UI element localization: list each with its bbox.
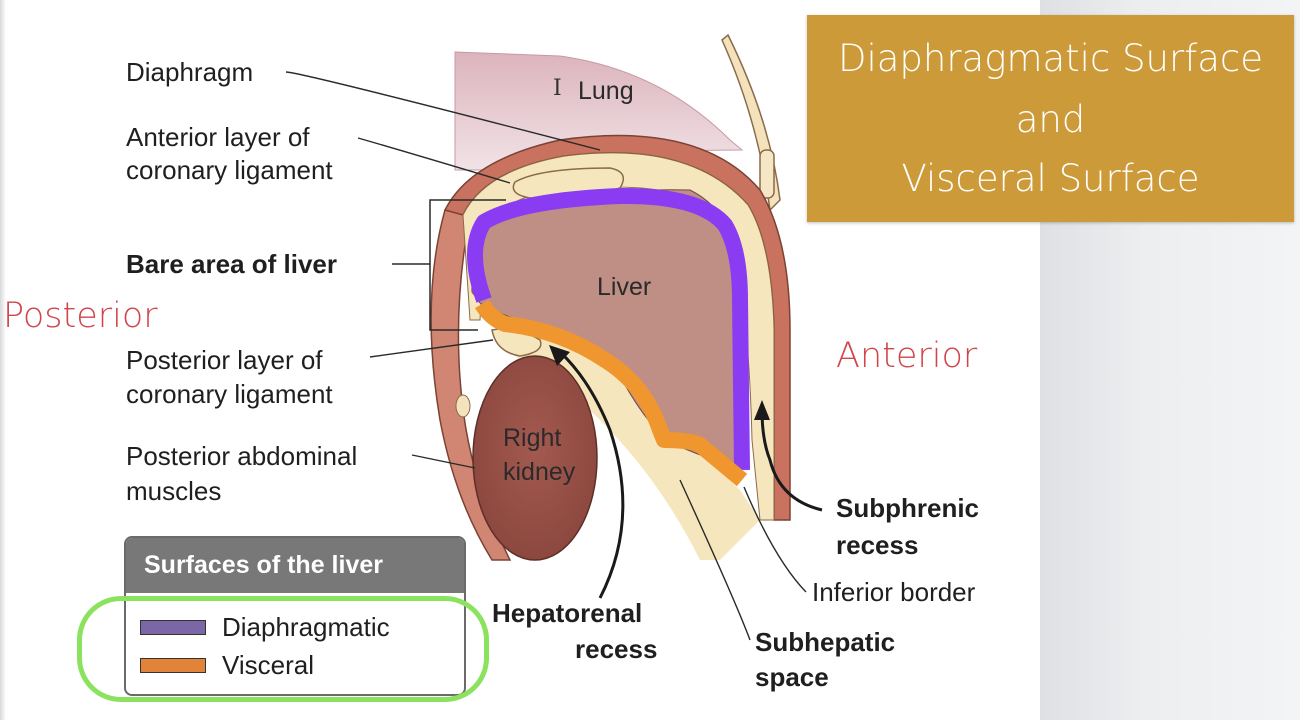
costal-cartilage <box>759 149 775 199</box>
title-line-3: Visceral Surface <box>807 157 1294 201</box>
slide-title-box: Diaphragmatic Surface and Visceral Surfa… <box>807 15 1294 222</box>
label-diaphragm: Diaphragm <box>126 57 254 87</box>
subhepatic-space-fill <box>495 330 760 560</box>
label-posterior-layer-line2: coronary ligament <box>126 379 333 409</box>
text-cursor-icon: I <box>553 76 562 101</box>
label-subphrenic-line2: recess <box>836 530 919 560</box>
subphrenic-arrow <box>760 409 823 512</box>
legend-highlight-outline <box>77 596 489 702</box>
label-subhepatic-line1: Subhepatic <box>755 627 896 657</box>
liver-cross-section-diagram <box>285 33 823 641</box>
legend-item-visceral: Visceral <box>140 648 314 682</box>
label-posterior-orientation: Posterior <box>3 296 158 336</box>
leader-anterior-layer <box>357 137 511 184</box>
legend-title: Surfaces of the liver <box>126 538 464 593</box>
title-visceral: Visceral <box>901 157 1047 200</box>
legend-label-diaphragmatic: Diaphragmatic <box>222 611 390 642</box>
title-diaphragmatic: Diaphragmatic <box>837 37 1111 80</box>
title-line-1: Diaphragmatic Surface <box>807 37 1294 81</box>
label-posterior-abdominal-line2: muscles <box>126 476 222 506</box>
leader-subhepatic <box>679 479 751 641</box>
label-lung: Lung <box>578 77 634 105</box>
legend-swatch-diaphragmatic <box>140 619 206 635</box>
bare-area-bracket <box>429 199 506 331</box>
label-anterior-orientation: Anterior <box>836 336 978 376</box>
slide-edge <box>0 0 6 720</box>
legend-swatch-visceral <box>140 657 206 673</box>
label-liver: Liver <box>597 273 652 301</box>
title-line-2: and <box>1015 98 1086 141</box>
label-posterior-layer-line1: Posterior layer of <box>126 345 323 375</box>
legend-label-visceral: Visceral <box>222 649 315 680</box>
recess-arrows <box>558 350 823 599</box>
leader-posterior-layer <box>369 339 494 358</box>
leader-lines <box>285 71 807 641</box>
label-posterior-abdominal-line1: Posterior abdominal <box>126 441 358 471</box>
leader-diaphragm <box>285 71 601 151</box>
hepatorenal-arrowhead <box>549 345 570 366</box>
posterior-muscle-wall <box>430 209 512 561</box>
label-right-kidney-line2: kidney <box>503 458 576 486</box>
label-subhepatic-line2: space <box>755 662 829 692</box>
label-bare-area: Bare area of liver <box>126 249 338 279</box>
label-right-kidney-line1: Right <box>503 424 562 452</box>
title-surface-1: Surface <box>1122 37 1264 80</box>
label-anterior-layer-line1: Anterior layer of <box>126 122 310 152</box>
hepatorenal-arrow <box>558 350 625 599</box>
label-hepatorenal-line2: recess <box>575 634 658 664</box>
title-surface-2: Surface <box>1058 157 1200 200</box>
label-inferior-border: Inferior border <box>812 577 976 607</box>
label-subphrenic-line1: Subphrenic <box>836 493 980 523</box>
legend-item-diaphragmatic: Diaphragmatic <box>140 610 390 644</box>
diaphragmatic-surface-line <box>467 187 750 471</box>
subphrenic-arrowhead <box>754 400 770 420</box>
leader-post-abd <box>411 454 476 469</box>
right-kidney-shape <box>472 355 598 561</box>
leader-inferior-border <box>743 486 807 593</box>
posterior-wall-node <box>455 394 471 418</box>
surfaces-legend: Surfaces of the liver Diaphragmatic Visc… <box>124 536 466 696</box>
label-hepatorenal-line1: Hepatorenal <box>492 598 643 628</box>
visceral-surface-line <box>475 299 748 487</box>
label-anterior-layer-line2: coronary ligament <box>126 155 333 185</box>
